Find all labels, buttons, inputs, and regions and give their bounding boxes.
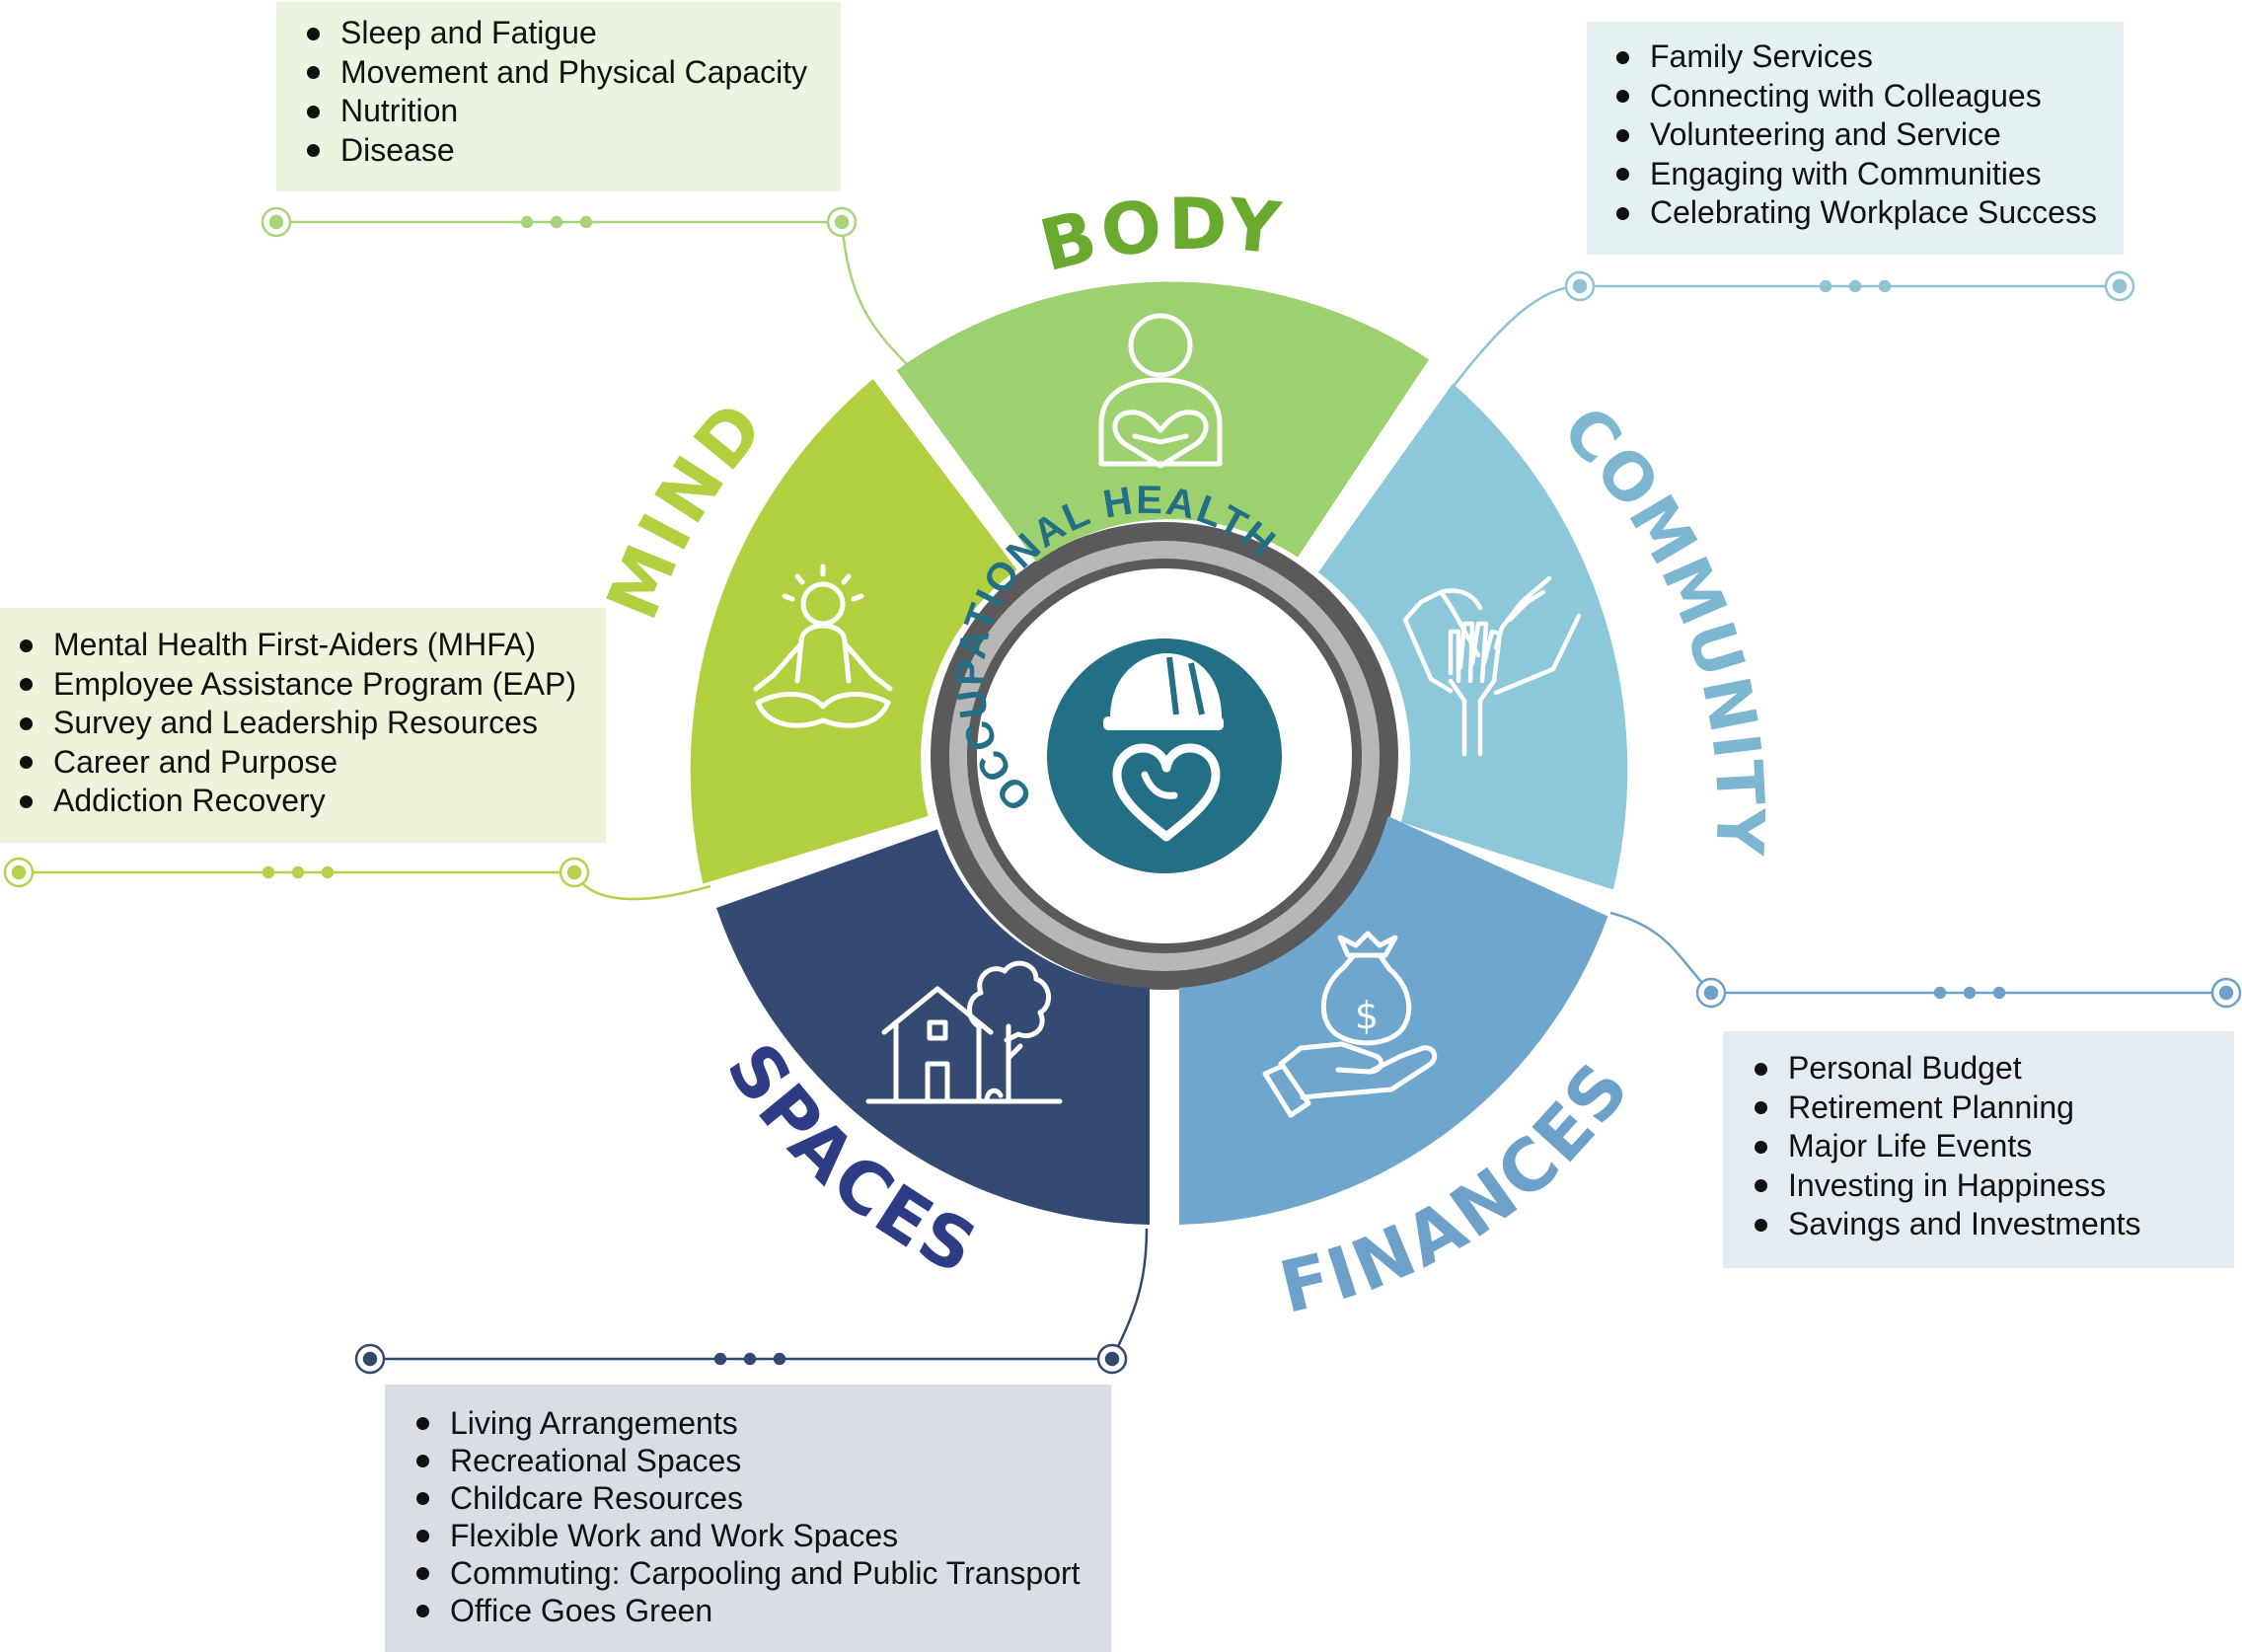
finances-segment (1179, 816, 1608, 1225)
finances-list: Personal Budget Retirement Planning Majo… (1747, 1049, 2234, 1244)
list-item: Connecting with Colleagues (1608, 77, 2124, 116)
list-item: Commuting: Carpooling and Public Transpo… (409, 1554, 1111, 1592)
list-item: Engaging with Communities (1608, 155, 2124, 194)
connector-mind (3, 857, 711, 901)
list-item: Living Arrangements (409, 1404, 1111, 1442)
hardhat-heart-icon (1103, 653, 1224, 842)
list-item: Office Goes Green (409, 1592, 1111, 1629)
mind-list: Mental Health First-Aiders (MHFA) Employ… (12, 626, 606, 821)
joined-hands-icon (1402, 575, 1582, 757)
finances-list-panel: Personal Budget Retirement Planning Majo… (1723, 1031, 2234, 1268)
list-item: Flexible Work and Work Spaces (409, 1517, 1111, 1554)
list-item: Retirement Planning (1747, 1089, 2234, 1128)
list-item: Sleep and Fatigue (299, 14, 841, 53)
body-label: BODY (1032, 183, 1288, 288)
list-item: Volunteering and Service (1608, 115, 2124, 155)
dollar-sign-icon: $ (1355, 994, 1379, 1037)
body-list-panel: Sleep and Fatigue Movement and Physical … (276, 2, 841, 191)
mind-segment (690, 379, 1017, 884)
list-item: Movement and Physical Capacity (299, 53, 841, 93)
house-tree-icon (865, 960, 1063, 1104)
mind-list-panel: Mental Health First-Aiders (MHFA) Employ… (0, 608, 606, 843)
spaces-list-panel: Living Arrangements Recreational Spaces … (385, 1385, 1111, 1652)
community-list-panel: Family Services Connecting with Colleagu… (1587, 22, 2124, 255)
list-item: Employee Assistance Program (EAP) (12, 665, 606, 705)
list-item: Career and Purpose (12, 743, 606, 783)
meditation-icon (753, 563, 893, 728)
list-item: Celebrating Workplace Success (1608, 193, 2124, 233)
list-item: Nutrition (299, 92, 841, 131)
list-item: Savings and Investments (1747, 1205, 2234, 1244)
list-item: Mental Health First-Aiders (MHFA) (12, 626, 606, 665)
list-item: Childcare Resources (409, 1479, 1111, 1517)
list-item: Disease (299, 131, 841, 171)
person-heart-icon (1098, 313, 1223, 469)
list-item: Personal Budget (1747, 1049, 2234, 1089)
list-item: Addiction Recovery (12, 782, 606, 821)
spaces-segment (716, 829, 1150, 1225)
list-item: Investing in Happiness (1747, 1166, 2234, 1206)
connector-community (1450, 270, 2135, 391)
list-item: Survey and Leadership Resources (12, 704, 606, 743)
list-item: Major Life Events (1747, 1127, 2234, 1166)
connector-spaces (354, 1228, 1149, 1375)
list-item: Recreational Spaces (409, 1442, 1111, 1479)
money-bag-hand-icon: $ (1262, 931, 1438, 1118)
list-item: Family Services (1608, 38, 2124, 77)
connector-finances (1609, 911, 2242, 1009)
spaces-list: Living Arrangements Recreational Spaces … (409, 1404, 1111, 1629)
body-segment (896, 281, 1430, 563)
connector-body (261, 206, 909, 366)
community-list: Family Services Connecting with Colleagu… (1608, 38, 2124, 233)
body-list: Sleep and Fatigue Movement and Physical … (299, 14, 841, 170)
